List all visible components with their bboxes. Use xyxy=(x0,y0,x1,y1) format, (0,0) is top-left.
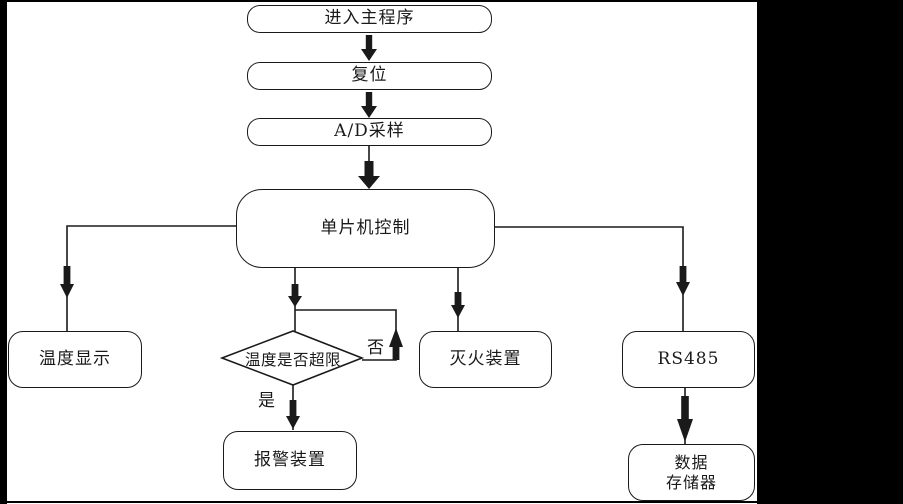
arrowhead-down-icon xyxy=(358,161,380,189)
node-enter-main-program: 进入主程序 xyxy=(247,5,492,33)
scan-border-top xyxy=(0,0,903,2)
arrowhead-down-icon xyxy=(286,400,300,429)
arrowhead-up-icon xyxy=(389,328,403,360)
node-label: 单片机控制 xyxy=(320,217,411,238)
node-label-line2: 存储器 xyxy=(665,472,717,492)
node-label: A/D采样 xyxy=(334,121,405,142)
arrowhead-down-icon xyxy=(676,266,690,296)
arrowhead-down-icon xyxy=(361,92,377,118)
scan-border-bottom xyxy=(7,501,903,503)
arrowhead-down-icon xyxy=(677,396,693,442)
node-data-storage: 数据 存储器 xyxy=(628,444,755,501)
node-label: 灭火装置 xyxy=(449,348,522,369)
scan-border-right xyxy=(757,0,903,504)
edge-label-no: 否 xyxy=(367,338,384,358)
arrowhead-down-icon xyxy=(60,266,74,298)
edge-mcu-to-rs485 xyxy=(495,226,684,331)
node-label: 温度显示 xyxy=(39,348,111,369)
edge-mcu-to-temp xyxy=(66,225,236,331)
arrowhead-down-icon xyxy=(451,292,465,318)
node-label: 报警装置 xyxy=(254,449,326,470)
node-rs485: RS485 xyxy=(622,331,755,388)
arrowhead-down-icon xyxy=(361,35,377,61)
node-temperature-display: 温度显示 xyxy=(8,331,142,388)
node-fire-extinguishing-device: 灭火装置 xyxy=(419,331,552,388)
node-decision-temp-over-limit: 温度是否超限 xyxy=(244,351,341,369)
decision-diamond xyxy=(219,330,365,386)
edge-label-yes: 是 xyxy=(258,391,275,411)
node-reset: 复位 xyxy=(247,62,492,90)
node-mcu-control: 单片机控制 xyxy=(236,189,495,268)
scan-border-left xyxy=(0,0,7,504)
node-ad-sampling: A/D采样 xyxy=(247,118,492,146)
node-label-line1: 数据 xyxy=(674,452,709,472)
node-label: 进入主程序 xyxy=(324,8,415,29)
node-label: 复位 xyxy=(351,65,388,86)
arrowhead-down-icon xyxy=(288,284,302,307)
node-alarm-device: 报警装置 xyxy=(223,431,357,490)
node-label: RS485 xyxy=(657,348,720,369)
